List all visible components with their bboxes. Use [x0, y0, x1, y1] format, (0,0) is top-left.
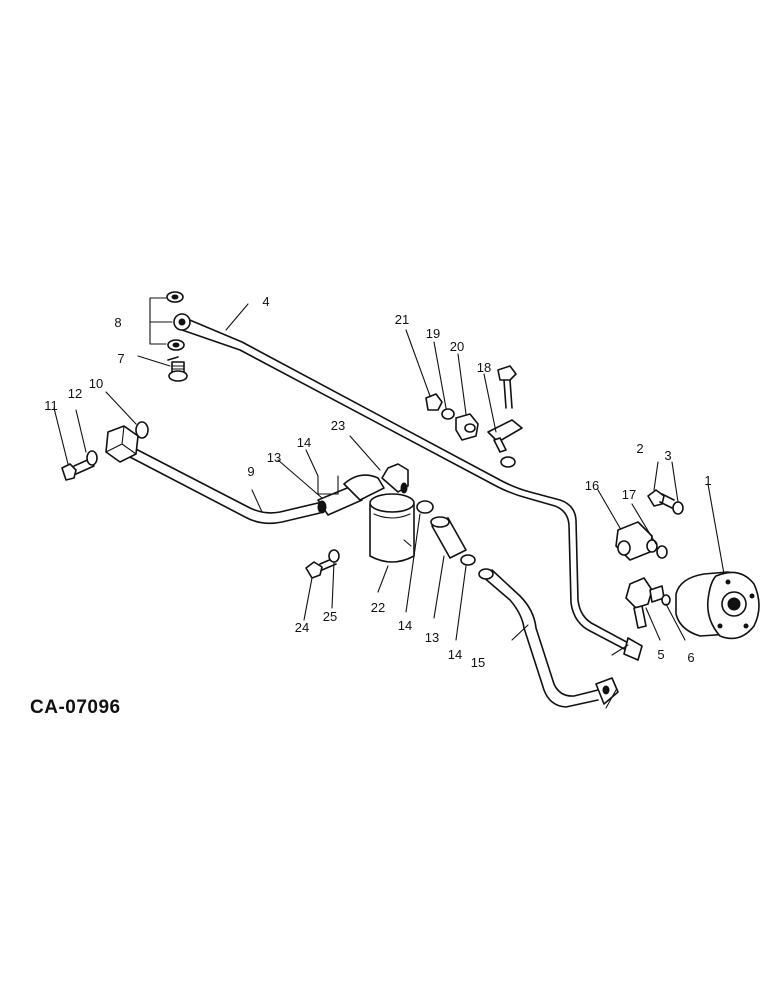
callout-13-middle: 13: [425, 630, 439, 645]
callout-5: 5: [657, 647, 664, 662]
washer-25: [328, 549, 340, 563]
bracket-clip: [487, 419, 523, 453]
callout-2: 2: [636, 441, 643, 456]
callout-24: 24: [295, 620, 309, 635]
bracket-14: [317, 475, 339, 495]
fitting-16: [615, 521, 658, 561]
hose-13-middle: [430, 516, 467, 559]
leader-lines: [53, 303, 725, 709]
callout-20: 20: [450, 339, 464, 354]
fuel-pump-1: [675, 571, 760, 640]
fuel-line-9: [127, 445, 321, 525]
callout-7: 7: [117, 351, 124, 366]
callout-14-left: 14: [297, 435, 311, 450]
bracket-8: [149, 297, 173, 345]
bolt-2: [647, 489, 675, 509]
callout-4: 4: [262, 294, 269, 309]
callout-8: 8: [114, 315, 121, 330]
fuel-line-4: [173, 313, 643, 661]
callout-13-left: 13: [267, 450, 281, 465]
elbow-fitting-5: [625, 577, 665, 629]
washer-3: [672, 501, 684, 515]
bolt-24: [305, 557, 337, 579]
callout-14-right: 14: [448, 647, 462, 662]
clamp-14-lower: [460, 554, 476, 566]
callout-10: 10: [89, 376, 103, 391]
o-ring-17: [656, 545, 668, 559]
callout-18: 18: [477, 360, 491, 375]
pipe-end-fitting: [623, 637, 643, 661]
banjo-bolt-7: [167, 356, 188, 382]
callout-11: 11: [44, 398, 58, 413]
bolt-21: [425, 393, 443, 411]
callout-16: 16: [585, 478, 599, 493]
washer-19: [441, 408, 455, 420]
callout-1: 1: [704, 473, 711, 488]
fuel-filter-22: [343, 463, 415, 563]
nut-clip: [500, 456, 516, 468]
callout-22: 22: [371, 600, 385, 615]
callout-17: 17: [622, 487, 636, 502]
hose-13-left: [317, 485, 363, 516]
callout-labels: 1 2 3 4 5 6 7 8 9 10 11 12 13 13 14 14 1…: [44, 294, 711, 670]
clamp-14-top: [416, 500, 434, 514]
callout-6: 6: [687, 650, 694, 665]
callout-21: 21: [395, 312, 409, 327]
clip-20: [455, 413, 479, 441]
fuel-line-15: [478, 568, 619, 708]
callout-23: 23: [331, 418, 345, 433]
washer-set-8: [166, 291, 185, 351]
diagram-code: CA-07096: [30, 697, 121, 718]
block-fitting: [105, 425, 139, 463]
callout-12: 12: [68, 386, 82, 401]
callout-15: 15: [471, 655, 485, 670]
o-ring-10: [135, 421, 149, 439]
callout-3: 3: [664, 448, 671, 463]
bolt-18: [497, 365, 517, 409]
callout-14-middle: 14: [398, 618, 412, 633]
callout-19: 19: [426, 326, 440, 341]
washer-12: [86, 450, 98, 466]
callout-25: 25: [323, 609, 337, 624]
callout-9: 9: [247, 464, 254, 479]
